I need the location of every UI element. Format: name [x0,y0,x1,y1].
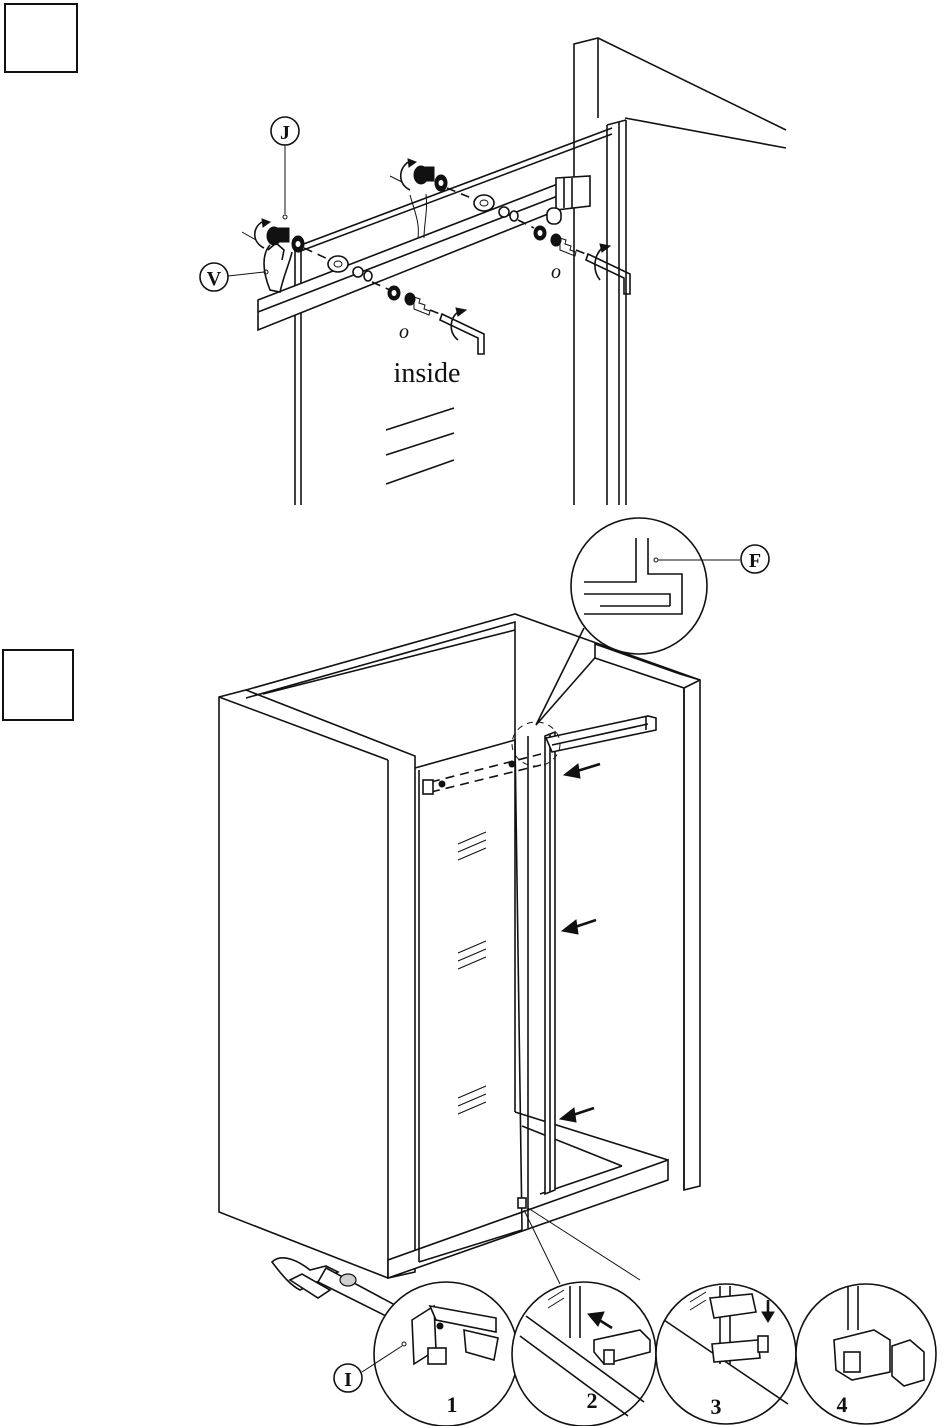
detail-circle-4: 4 [796,1284,936,1424]
rotation-arrow-top [390,159,416,190]
detail-step-2-label: 2 [587,1388,598,1413]
detail-step-1-label: 1 [447,1392,458,1417]
detail-step-4-label: 4 [837,1392,848,1417]
enclosure [219,614,700,1278]
callout-j: J [271,117,299,219]
o-ring-label-left: o [399,321,409,343]
callout-j-label: J [280,122,290,144]
detail-step-3-label: 3 [711,1394,722,1419]
sliding-door [423,716,656,1208]
push-arrow-bottom [560,1108,594,1122]
hex-key-right [586,244,630,294]
inside-label: inside [394,358,461,389]
step1-illustration: J V o o inside [200,38,786,505]
rotation-arrow-left [242,219,270,248]
screw-center [372,282,440,315]
callout-v: V [200,263,268,291]
wall-panel [574,38,786,505]
callout-v-label: V [207,268,222,290]
detail-circle-2: 2 [512,1282,656,1426]
callout-i-label: I [344,1369,352,1391]
glass-hatching-step2 [458,832,486,1114]
callout-f-label: F [749,550,761,572]
push-arrow-middle [562,920,596,934]
glass-hatching [386,408,454,484]
screw-right [518,220,586,256]
hex-key-center [440,308,484,354]
detail-magnifier-f: F [536,518,769,725]
detail-circle-3: 3 [656,1284,796,1424]
step2-illustration: F [219,518,936,1426]
push-arrow-top [564,764,600,778]
o-ring-label-right: o [551,261,561,283]
fixed-glass-panel [415,736,528,1262]
